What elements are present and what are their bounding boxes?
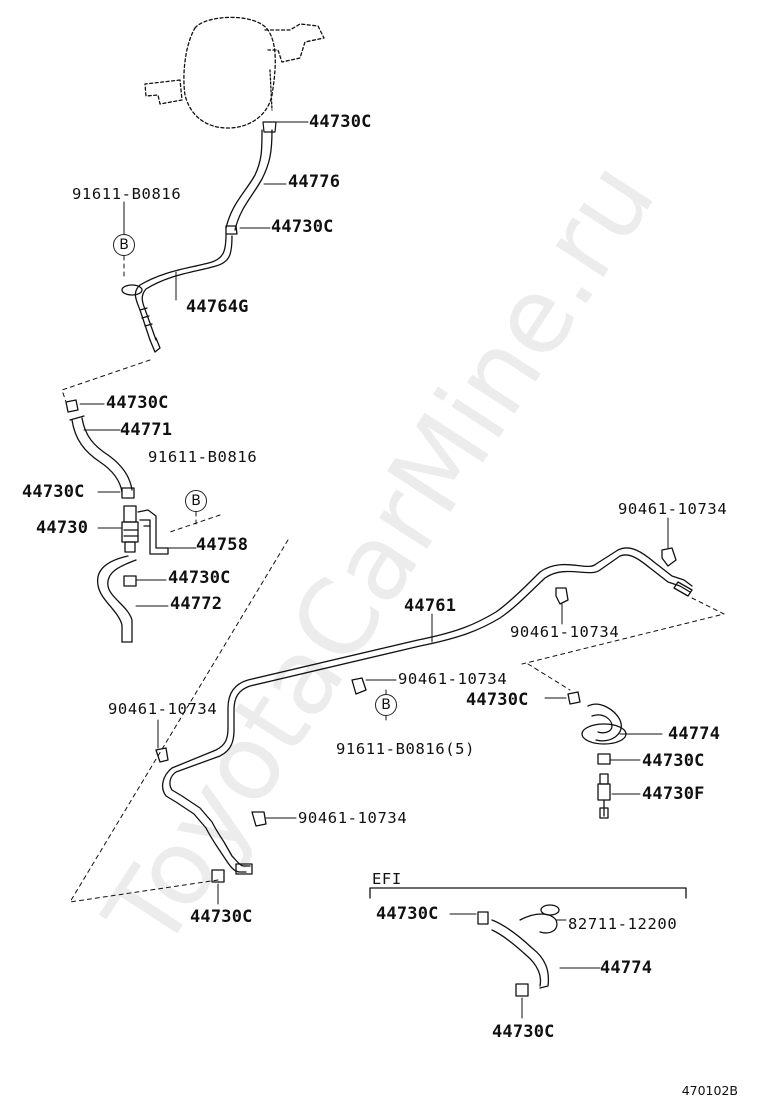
efi-bracket (369, 887, 687, 899)
ref-mark-b-top: B (113, 234, 135, 256)
label-44730c-efi: 44730C (376, 904, 439, 924)
label-90461-10734-left: 90461-10734 (108, 700, 218, 718)
label-44730f: 44730F (642, 784, 705, 804)
diagram-code: 470102B (681, 1083, 738, 1098)
label-44761: 44761 (404, 596, 457, 616)
label-44730c-bottom: 44730C (190, 907, 253, 927)
valve-44730f (597, 773, 611, 819)
clip-bottom-shape (211, 869, 225, 883)
brake-booster (144, 16, 325, 129)
label-44730c-right: 44730C (466, 690, 529, 710)
label-82711-12200: 82711-12200 (568, 915, 678, 933)
label-44730c-5: 44730C (168, 568, 231, 588)
efi-hose-44774 (477, 904, 560, 989)
valve-44730 (121, 505, 139, 553)
label-44772: 44772 (170, 594, 223, 614)
label-44730: 44730 (36, 518, 89, 538)
label-efi: EFI (372, 870, 402, 888)
clamp-right-mid-shape (555, 587, 569, 605)
label-90461-10734-center: 90461-10734 (398, 670, 508, 688)
label-44730c-2: 44730C (271, 217, 334, 237)
label-90461-10734-right-mid: 90461-10734 (510, 623, 620, 641)
label-44764g: 44764G (186, 297, 249, 317)
label-44730c-top: 44730C (309, 112, 372, 132)
clamp-lower-shape (251, 811, 267, 827)
clamp-left-shape (155, 747, 169, 763)
label-44774-right: 44774 (668, 724, 721, 744)
hose-44771 (65, 399, 133, 493)
clip-right-2-shape (597, 753, 611, 765)
clip-44730c-4-shape (121, 487, 135, 499)
efi-clip-2-shape (515, 983, 529, 997)
hose-44774 (567, 691, 627, 745)
label-90461-10734-right-top: 90461-10734 (618, 500, 728, 518)
label-91611-b0816-5: 91611-B0816(5) (336, 740, 476, 758)
label-90461-10734-lower: 90461-10734 (298, 809, 408, 827)
bracket-44758 (137, 509, 169, 555)
ref-mark-b-center: B (375, 694, 397, 716)
label-44730c-4: 44730C (22, 482, 85, 502)
label-44730c-right-2: 44730C (642, 751, 705, 771)
label-44771: 44771 (120, 420, 173, 440)
label-44774-efi: 44774 (600, 958, 653, 978)
label-44730c-3: 44730C (106, 393, 169, 413)
hose-44772 (97, 555, 137, 643)
clamp-center-shape (351, 677, 367, 695)
label-91611-b0816-mid: 91611-B0816 (148, 448, 258, 466)
clamp-right-top-shape (661, 547, 677, 567)
pipe-44764g (121, 233, 233, 353)
pipe-44761 (161, 547, 693, 875)
label-44758: 44758 (196, 535, 249, 555)
clip-44730c-5-shape (123, 575, 137, 587)
hose-44776 (225, 121, 277, 235)
label-91611-b0816-top: 91611-B0816 (72, 185, 182, 203)
label-44730c-efi-2: 44730C (492, 1022, 555, 1042)
label-44776: 44776 (288, 172, 341, 192)
ref-mark-b-mid: B (185, 490, 207, 512)
